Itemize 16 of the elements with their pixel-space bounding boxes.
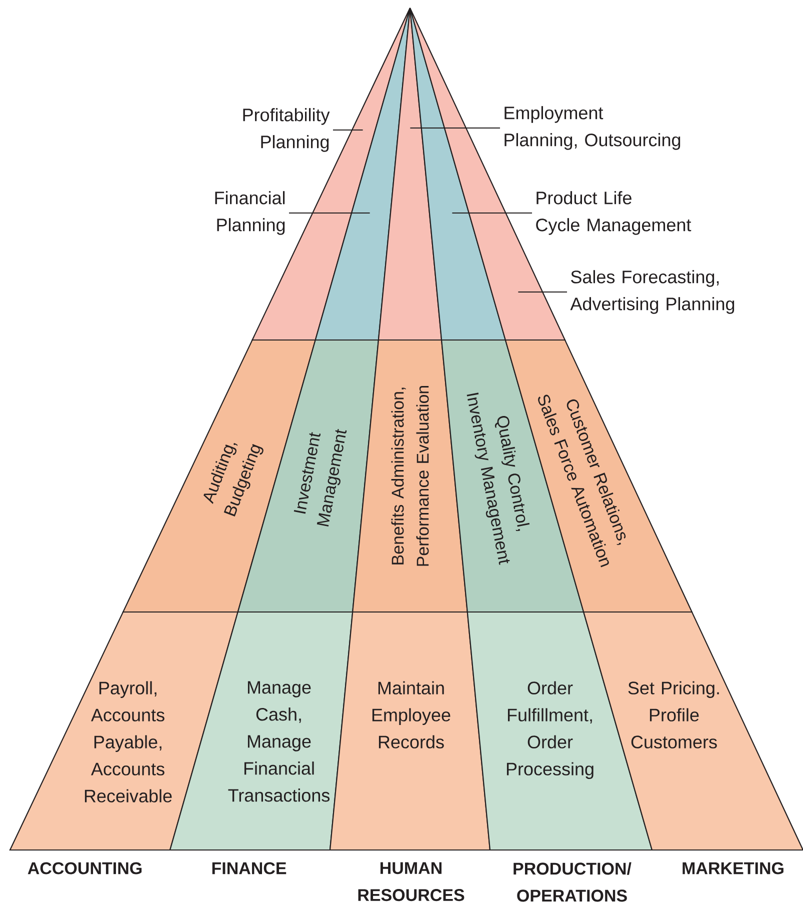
column-label: ACCOUNTING [28, 862, 142, 874]
column-label: HUMAN RESOURCES [358, 862, 464, 902]
callout-label: Employment Planning, Outsourcing [504, 106, 680, 150]
column-label: PRODUCTION/ OPERATIONS [514, 862, 632, 902]
pyramid-stripe [409, 7, 506, 341]
callout-label: Financial Planning [215, 191, 285, 235]
pyramid-segment: Maintain Employee Records [329, 611, 491, 851]
callout-label: Product Life Cycle Management [536, 191, 692, 235]
pyramid-stripe [378, 7, 442, 341]
leader-line [452, 212, 532, 214]
pyramid-segment: Benefits Administration, Performance Evaluation [352, 339, 468, 613]
leader-line [288, 212, 370, 214]
callout-label: Sales Forecasting, Advertising Planning [570, 270, 734, 314]
column-label: MARKETING [682, 862, 784, 874]
callout-label: Profitability Planning [243, 108, 330, 152]
column-label: FINANCE [212, 862, 286, 874]
